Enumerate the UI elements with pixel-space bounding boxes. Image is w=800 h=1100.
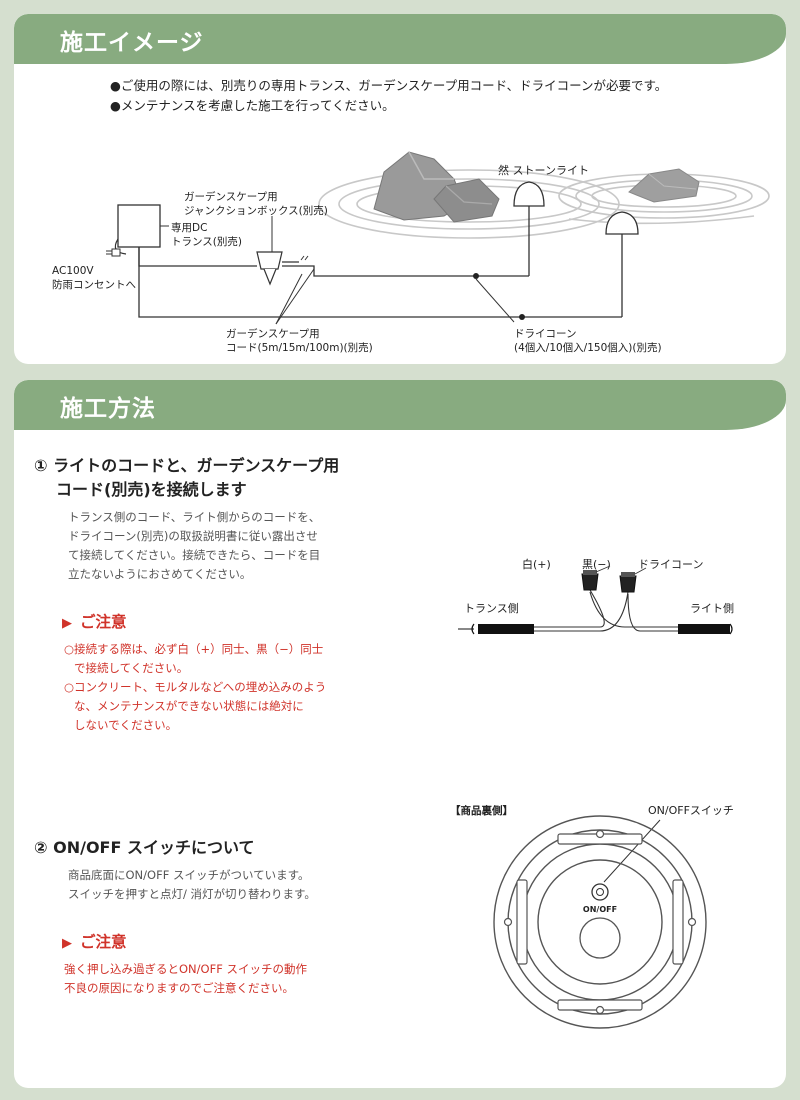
dry-cone-connector: [619, 572, 637, 593]
connection-dot: [519, 314, 525, 320]
body-line: スイッチを押すと点灯/ 消灯が切り替わります。: [68, 887, 316, 901]
note-item: ●ご使用の際には、別売りの専用トランス、ガーデンスケープ用コード、ドライコーンが…: [110, 78, 668, 93]
trans-side-label: トランス側: [464, 602, 519, 615]
transformer-box: [117, 204, 161, 248]
black-wire-label: 黒(−): [582, 558, 611, 571]
outlet-label: 防雨コンセントへ: [52, 278, 136, 291]
light-side-label: ライト側: [690, 602, 734, 615]
cord-label: ガーデンスケープ用: [226, 327, 320, 340]
step1-title-line: コード(別売)を接続します: [56, 480, 247, 499]
lens-area: [579, 917, 621, 959]
body-line: トランス側のコード、ライト側からのコードを、: [68, 510, 321, 524]
dry-cone-label: (4個入/10個入/150個入)(別売): [514, 341, 662, 354]
caution-line: ○コンクリート、モルタルなどへの埋め込みのよう: [64, 680, 327, 694]
cord-label: コード(5m/15m/100m)(別売): [226, 341, 373, 354]
outlet-label: AC100V: [52, 265, 94, 277]
drycone-label: ドライコーン: [638, 558, 703, 571]
body-line: 商品底面にON/OFF スイッチがついています。: [68, 868, 310, 882]
installation-method-panel: 施工方法 ① ライトのコードと、ガーデンスケープ用 コード(別売)を接続します …: [14, 380, 786, 1088]
step1-title-line: ① ライトのコードと、ガーデンスケープ用: [34, 456, 340, 475]
junction-box: [256, 251, 283, 286]
switch-label: ON/OFFスイッチ: [648, 804, 734, 817]
product-bottom-diagram: 【商品裏側】 ON/OFFスイッチ ON/OFF: [450, 804, 734, 1029]
caution-line: ○接続する際は、必ず白（+）同士、黒（−）同士: [64, 642, 324, 656]
cable-lines: [138, 247, 622, 318]
caution-line: 強く押し込み過ぎるとON/OFF スイッチの動作: [64, 962, 307, 976]
note-item: ●メンテナンスを考慮した施工を行ってください。: [110, 98, 395, 113]
body-line: 立たないようにおさめてください。: [68, 567, 252, 581]
base-slots: [503, 829, 697, 1015]
transformer-label: 専用DC: [171, 222, 207, 234]
caution-title: ご注意: [80, 613, 127, 631]
dry-cone-label: ドライコーン: [514, 328, 576, 340]
white-wire-label: 白(+): [522, 557, 551, 571]
usage-notes: ●ご使用の際には、別売りの専用トランス、ガーデンスケープ用コード、ドライコーンが…: [110, 76, 667, 116]
rock-illustration: [373, 151, 700, 223]
step2-title: ② ON/OFF スイッチについて: [34, 838, 255, 857]
plug-icon: [106, 248, 121, 257]
product-bottom-label: 【商品裏側】: [450, 804, 513, 817]
stone-light: [605, 211, 639, 317]
dry-cone-connector: [581, 570, 599, 591]
triangle-icon: ▶: [62, 616, 72, 631]
section-header: 施工方法: [14, 380, 786, 430]
junction-box-label: ガーデンスケープ用: [184, 190, 278, 203]
body-line: ドライコーン(別売)の取扱説明書に従い露出させ: [68, 529, 318, 543]
step1-title: ① ライトのコードと、ガーデンスケープ用 コード(別売)を接続します: [34, 454, 339, 502]
power-switch-icon[interactable]: [591, 883, 609, 901]
wire-connection-diagram: 白(+) 黒(−) ドライコーン トランス側 ライト側: [458, 557, 734, 635]
stone-light: [513, 181, 545, 276]
installation-image-panel: 施工イメージ ●ご使用の際には、別売りの専用トランス、ガーデンスケープ用コード、…: [14, 14, 786, 364]
caution-line: 不良の原因になりますのでご注意ください。: [64, 981, 294, 995]
caution-line: で接続してください。: [74, 661, 189, 675]
section-title: 施工方法: [60, 396, 156, 422]
caution-text: ○接続する際は、必ず白（+）同士、黒（−）同士 で接続してください。 ○コンクリ…: [64, 640, 326, 735]
section-title: 施工イメージ: [60, 30, 204, 56]
caution-text: 強く押し込み過ぎるとON/OFF スイッチの動作 不良の原因になりますのでご注意…: [64, 960, 307, 998]
step2-body: 商品底面にON/OFF スイッチがついています。 スイッチを押すと点灯/ 消灯が…: [68, 866, 316, 904]
step1-body: トランス側のコード、ライト側からのコードを、 ドライコーン(別売)の取扱説明書に…: [68, 508, 320, 584]
connection-dot: [473, 273, 479, 279]
triangle-icon: ▶: [62, 936, 72, 951]
caution-title: ご注意: [80, 933, 127, 951]
section-header: 施工イメージ: [14, 14, 786, 64]
caution-line: しないでください。: [74, 718, 178, 732]
caution-heading: ▶ ご注意: [62, 930, 127, 952]
transformer-label: トランス(別売): [171, 235, 242, 248]
body-line: て接続してください。接続できたら、コードを目: [68, 548, 321, 562]
caution-line: な、メンテナンスができない状態には絶対に: [74, 699, 304, 713]
caution-heading: ▶ ご注意: [62, 610, 127, 632]
installation-diagram: 然 ストーンライト 専用DC トランス(別売) AC100V 防雨コンセントへ …: [52, 151, 770, 354]
junction-box-label: ジャンクションボックス(別売): [184, 204, 328, 217]
stone-light-label: 然 ストーンライト: [498, 163, 589, 177]
switch-mark: ON/OFF: [583, 905, 617, 914]
